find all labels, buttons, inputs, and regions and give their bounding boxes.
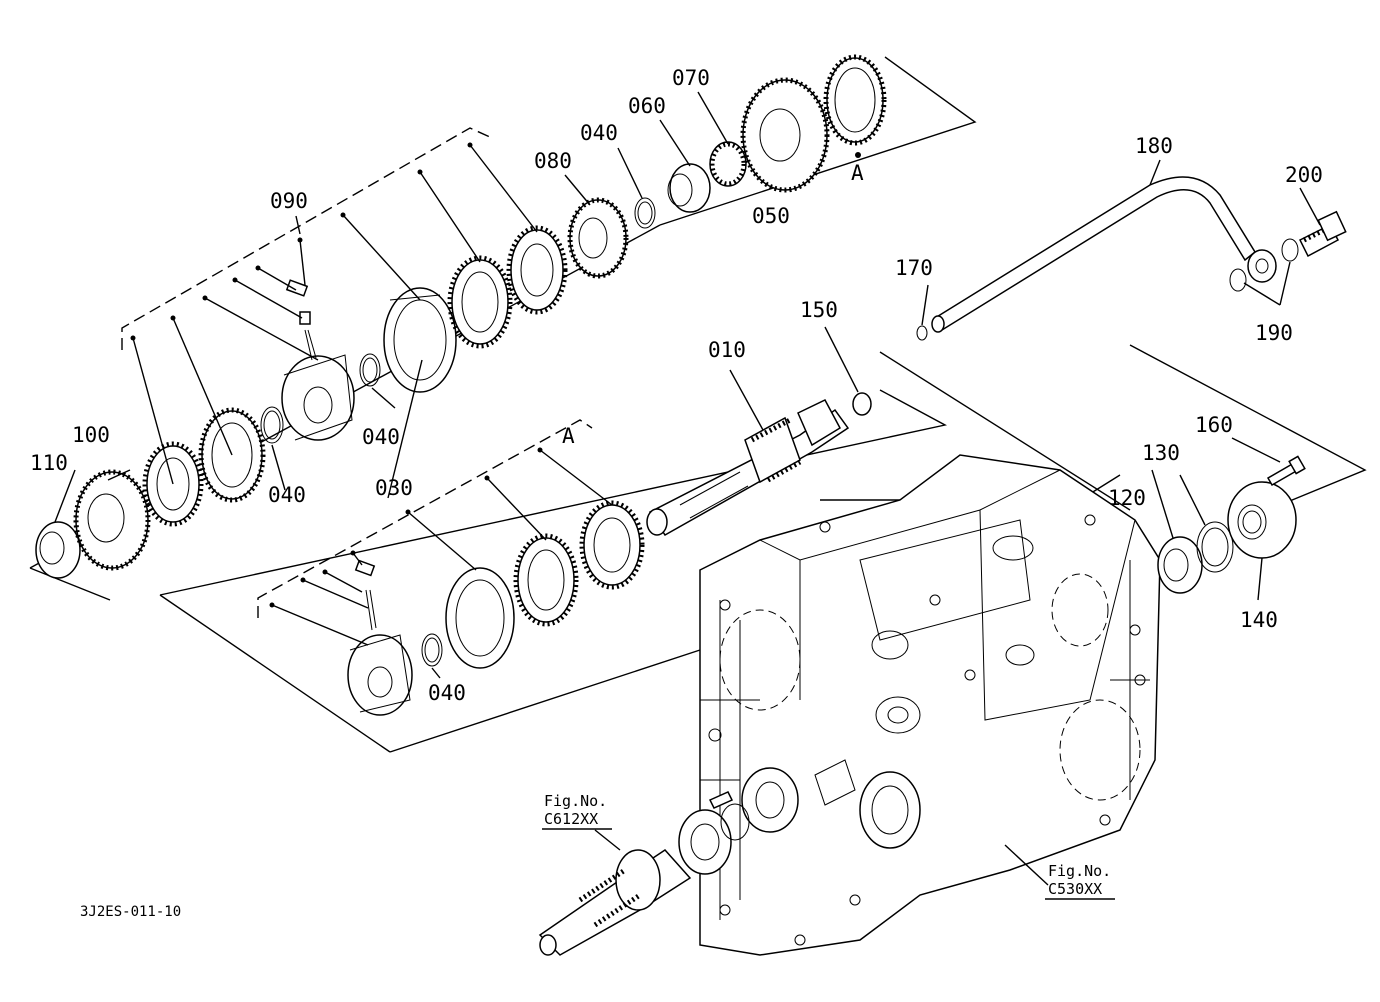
callout-160: 160	[1195, 413, 1233, 437]
callout-070: 070	[672, 66, 710, 90]
right-side-parts	[916, 176, 1347, 594]
input-shaft	[538, 791, 750, 956]
lower-assembly-frame	[159, 344, 1367, 753]
callout-010: 010	[708, 338, 746, 362]
callout-050: 050	[752, 204, 790, 228]
callout-040-mid: 040	[362, 425, 400, 449]
upper-gear-train	[35, 54, 887, 579]
diagram-id: 3J2ES-011-10	[80, 904, 181, 920]
callout-labels: 010 030 040 040 040 040 050 060 070 080 …	[30, 66, 1323, 705]
callout-180: 180	[1135, 134, 1173, 158]
callout-150: 150	[800, 298, 838, 322]
transmission-housing	[699, 454, 1161, 956]
callout-100: 100	[72, 423, 110, 447]
callout-030: 030	[375, 476, 413, 500]
callout-040-upper: 040	[580, 121, 618, 145]
section-mark-a-lower: A	[562, 424, 575, 448]
callout-060: 060	[628, 94, 666, 118]
ref-housing-line2: C530XX	[1048, 880, 1102, 898]
shaft-010	[646, 392, 872, 536]
callout-120: 120	[1108, 486, 1146, 510]
callout-190: 190	[1255, 321, 1293, 345]
callout-140: 140	[1240, 608, 1278, 632]
callout-040-lower: 040	[428, 681, 466, 705]
callout-110: 110	[30, 451, 68, 475]
callout-090: 090	[270, 189, 308, 213]
callout-170: 170	[895, 256, 933, 280]
callout-080: 080	[534, 149, 572, 173]
section-mark-a-upper: A	[851, 161, 864, 185]
figure-references: Fig.No. C612XX Fig.No. C530XX 3J2ES-011-…	[80, 792, 1115, 920]
leader-lines	[54, 91, 1321, 886]
ref-shaft-line2: C612XX	[544, 810, 598, 828]
ref-shaft-line1: Fig.No.	[544, 792, 607, 810]
callout-200: 200	[1285, 163, 1323, 187]
callout-130: 130	[1142, 441, 1180, 465]
callout-040-left: 040	[268, 483, 306, 507]
ref-housing-line1: Fig.No.	[1048, 862, 1111, 880]
